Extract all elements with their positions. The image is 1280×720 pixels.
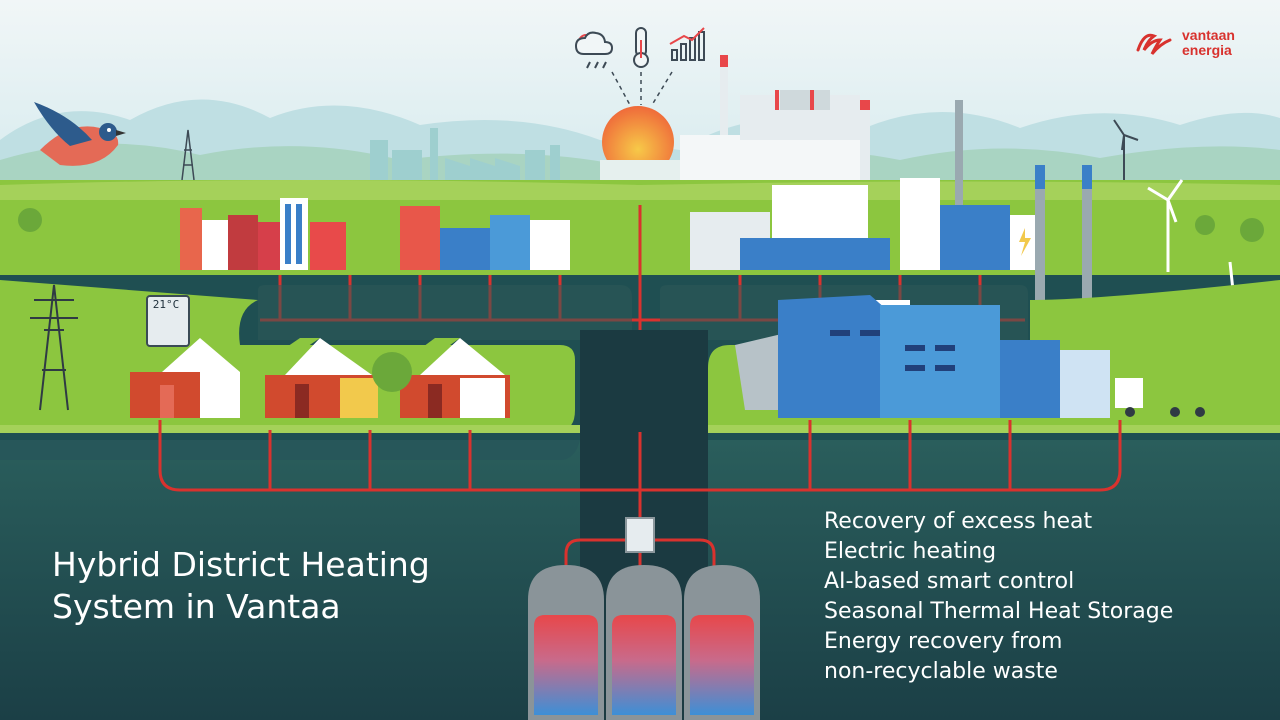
logo-line-2: energia <box>1182 42 1232 58</box>
feature-item: AI-based smart control <box>824 569 1075 594</box>
power-plant <box>680 55 870 185</box>
thermostat-reading: 21°C <box>152 298 180 311</box>
feature-list: Recovery of excess heat Electric heating… <box>824 507 1264 687</box>
industrial-site <box>690 100 1092 335</box>
lightning-icon <box>1019 228 1031 256</box>
thermostat-display: 21°C <box>146 295 190 347</box>
feature-item: Energy recovery from <box>824 629 1063 654</box>
far-skyline <box>370 128 560 180</box>
feature-item: Recovery of excess heat <box>824 509 1093 534</box>
waste-to-energy-plant <box>735 295 1110 418</box>
city-district <box>180 198 570 270</box>
brand-mark-icon <box>1136 33 1172 55</box>
feature-item: non-recyclable waste <box>824 659 1058 684</box>
chart-icon <box>669 27 705 61</box>
thermal-storage <box>528 565 760 720</box>
logo-line-1: vantaan <box>1182 27 1235 43</box>
truck-icon <box>1115 368 1218 417</box>
houses <box>130 338 510 418</box>
title-line-1: Hybrid District Heating <box>52 545 430 584</box>
weather-icon <box>574 31 614 69</box>
thermostat-panel <box>146 295 190 347</box>
tree <box>18 208 1264 392</box>
wind-turbine-icon <box>1113 119 1139 180</box>
bird-icon <box>34 102 126 166</box>
logo-wordmark: vantaan energia <box>1182 28 1235 58</box>
vantaan-energia-logo: vantaan energia <box>1134 28 1254 64</box>
title-line-2: System in Vantaa <box>52 587 341 626</box>
power-tower <box>181 129 195 181</box>
page-title: Hybrid District Heating System in Vantaa <box>52 544 512 628</box>
feature-item: Electric heating <box>824 539 997 564</box>
feature-item: Seasonal Thermal Heat Storage <box>824 599 1174 624</box>
thermometer-icon <box>633 27 649 68</box>
